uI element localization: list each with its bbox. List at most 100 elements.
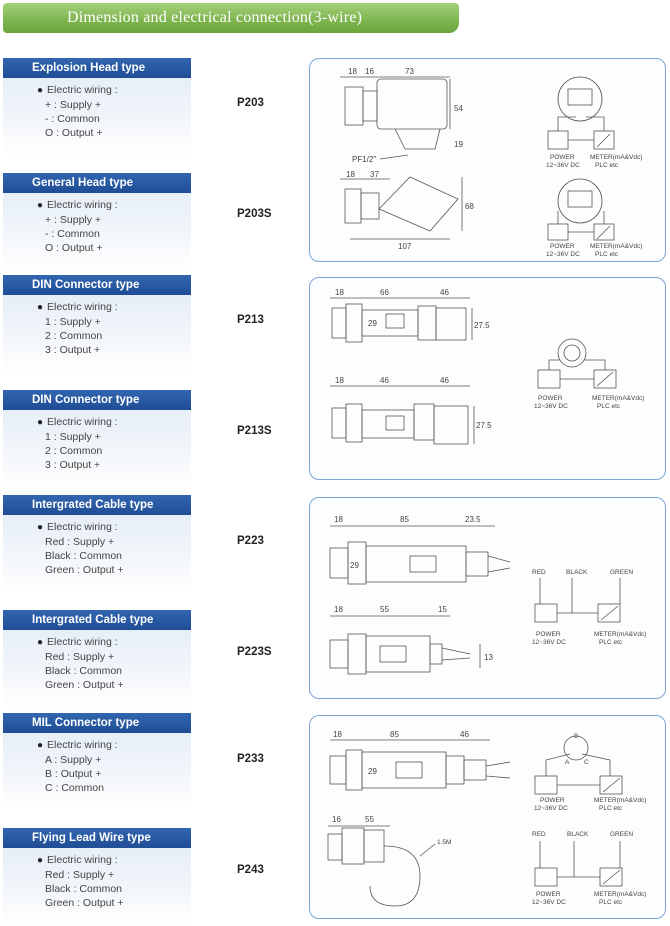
dim-29: 29: [368, 767, 377, 776]
type-wiring: ●Electric wiring : Red : Supply + Black …: [3, 515, 191, 593]
power-label: POWER: [536, 891, 561, 898]
type-title: Flying Lead Wire type: [3, 828, 191, 848]
dim-66: 66: [380, 288, 389, 297]
meter-label: METER(mA&Vdc): [594, 631, 646, 638]
wiring-label: Electric wiring :: [47, 84, 118, 96]
wiring-label: Electric wiring :: [47, 416, 118, 428]
dim-18: 18: [346, 170, 355, 179]
dim-27-5: 27.5: [474, 321, 490, 330]
head-type-drawing: 18 16 73 54 19 PF1/2" POWER 12~36V DC ME…: [340, 67, 642, 258]
wiring-line: Green : Output +: [45, 564, 124, 576]
type-block-integrated-cable-s: Intergrated Cable type ●Electric wiring …: [3, 610, 191, 708]
model-number: P213S: [237, 425, 272, 437]
wiring-line: O : Output +: [45, 242, 103, 254]
power-voltage: 12~36V DC: [532, 899, 566, 906]
power-voltage: 12~36V DC: [532, 639, 566, 646]
power-label: POWER: [550, 243, 575, 250]
type-block-integrated-cable: Intergrated Cable type ●Electric wiring …: [3, 495, 191, 593]
wire-green: GREEN: [610, 569, 633, 576]
meter-label: METER(mA&Vdc): [590, 243, 642, 250]
type-title: Explosion Head type: [3, 58, 191, 78]
dim-55: 55: [380, 605, 389, 614]
type-wiring: ●Electric wiring : Red : Supply + Black …: [3, 630, 191, 708]
type-wiring: ●Electric wiring : Red : Supply + Black …: [3, 848, 191, 926]
pin-c: C: [584, 759, 589, 766]
wiring-label: Electric wiring :: [47, 521, 118, 533]
wire-black: BLACK: [566, 569, 588, 576]
wiring-line: Red : Supply +: [45, 869, 115, 881]
wiring-line: 3 : Output +: [45, 344, 101, 356]
wiring-line: 2 : Common: [45, 445, 103, 457]
type-block-general-head: General Head type ●Electric wiring : + :…: [3, 173, 191, 271]
dim-19: 19: [454, 140, 463, 149]
dim-18: 18: [334, 515, 343, 524]
pin-a: A: [565, 759, 570, 766]
type-wiring: ●Electric wiring : 1 : Supply + 2 : Comm…: [3, 295, 191, 373]
wiring-label: Electric wiring :: [47, 301, 118, 313]
dim-55: 55: [365, 815, 374, 824]
bullet-icon: ●: [37, 740, 44, 751]
dim-46: 46: [440, 288, 449, 297]
power-voltage: 12~36V DC: [534, 403, 568, 410]
wiring-line: Red : Supply +: [45, 651, 115, 663]
wiring-line: + : Supply +: [45, 99, 102, 111]
type-block-explosion-head: Explosion Head type ●Electric wiring : +…: [3, 58, 191, 156]
wiring-label: Electric wiring :: [47, 636, 118, 648]
bullet-icon: ●: [37, 417, 44, 428]
section-title: Dimension and electrical connection(3-wi…: [67, 9, 363, 26]
type-title: Intergrated Cable type: [3, 495, 191, 515]
type-block-din-connector: DIN Connector type ●Electric wiring : 1 …: [3, 275, 191, 373]
dim-16: 16: [332, 815, 341, 824]
dim-23-5: 23.5: [465, 515, 481, 524]
drawing-panel-din-types: 18 66 46 29 27.5 18 46 46 27.5 POWER 12~…: [309, 277, 666, 480]
dim-27-5: 27.5: [476, 421, 492, 430]
dim-46: 46: [460, 730, 469, 739]
type-block-mil-connector: MIL Connector type ●Electric wiring : A …: [3, 713, 191, 811]
type-wiring: ●Electric wiring : A : Supply + B : Outp…: [3, 733, 191, 811]
dim-73: 73: [405, 67, 414, 76]
type-title: DIN Connector type: [3, 390, 191, 410]
dim-18: 18: [335, 376, 344, 385]
bullet-icon: ●: [37, 637, 44, 648]
wiring-line: Black : Common: [45, 550, 123, 562]
type-title: MIL Connector type: [3, 713, 191, 733]
wiring-line: - : Common: [45, 228, 100, 240]
section-banner: Dimension and electrical connection(3-wi…: [3, 3, 459, 33]
wire-red: RED: [532, 569, 546, 576]
mil-lead-type-drawing: 18 85 46 29 B A C POWER 12~36V DC METER(…: [327, 730, 646, 907]
plc-label: PLC etc: [595, 251, 619, 258]
dim-85: 85: [390, 730, 399, 739]
dim-18: 18: [348, 67, 357, 76]
power-label: POWER: [538, 395, 563, 402]
type-title: General Head type: [3, 173, 191, 193]
dim-18: 18: [333, 730, 342, 739]
dim-29: 29: [368, 319, 377, 328]
plc-label: PLC etc: [599, 639, 623, 646]
power-voltage: 12~36V DC: [534, 805, 568, 812]
wiring-line: A : Supply +: [45, 754, 102, 766]
bullet-icon: ●: [37, 522, 44, 533]
dim-29: 29: [350, 561, 359, 570]
wiring-line: Green : Output +: [45, 679, 124, 691]
wire-green: GREEN: [610, 831, 633, 838]
wiring-line: C : Common: [45, 782, 104, 794]
meter-label: METER(mA&Vdc): [592, 395, 644, 402]
pin-b: B: [574, 733, 578, 740]
bullet-icon: ●: [37, 302, 44, 313]
type-wiring: ●Electric wiring : 1 : Supply + 2 : Comm…: [3, 410, 191, 488]
model-number: P243: [237, 864, 264, 876]
dim-13: 13: [484, 653, 493, 662]
type-title: DIN Connector type: [3, 275, 191, 295]
power-label: POWER: [550, 154, 575, 161]
dim-37: 37: [370, 170, 379, 179]
dim-18: 18: [334, 605, 343, 614]
wiring-line: Red : Supply +: [45, 536, 115, 548]
model-number: P213: [237, 314, 264, 326]
model-number: P203S: [237, 208, 272, 220]
power-voltage: 12~36V DC: [546, 251, 580, 258]
dim-54: 54: [454, 104, 463, 113]
dim-15: 15: [438, 605, 447, 614]
wiring-label: Electric wiring :: [47, 854, 118, 866]
bullet-icon: ●: [37, 85, 44, 96]
type-block-flying-lead: Flying Lead Wire type ●Electric wiring :…: [3, 828, 191, 926]
